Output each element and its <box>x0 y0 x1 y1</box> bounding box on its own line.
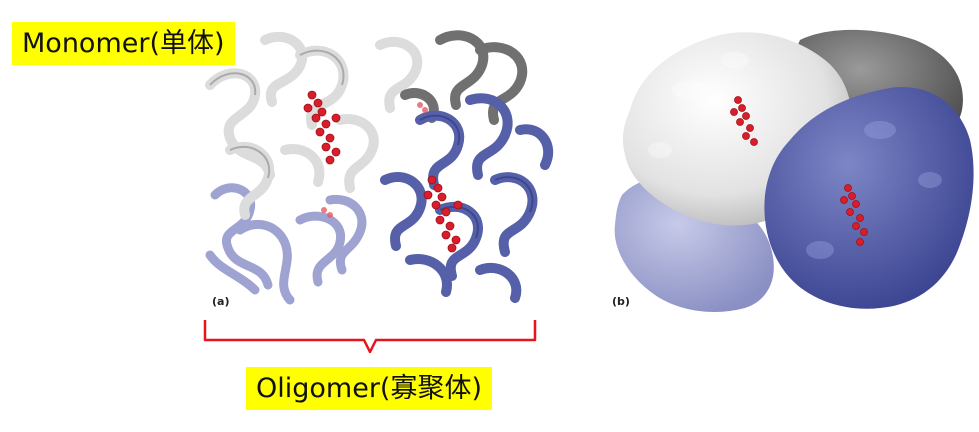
heme-group-b2 <box>840 184 868 246</box>
heme-group-b1 <box>730 96 758 146</box>
monomer-label: Monomer(单体) <box>12 22 235 65</box>
surface-structure-b <box>614 29 974 312</box>
heme-group-a1 <box>303 90 341 165</box>
panel-label-b: (b) <box>612 295 630 308</box>
ribbon-structure-a <box>205 30 554 305</box>
heme-group-a2 <box>423 175 463 253</box>
panel-label-a: (a) <box>212 295 230 308</box>
oligomer-label: Oligomer(寡聚体) <box>246 367 492 410</box>
subunit-blue-surface <box>764 87 974 309</box>
oligomer-bracket <box>203 320 537 354</box>
subunit-blue-ribbon <box>380 93 554 303</box>
subunit-lightblue-ribbon <box>205 183 367 305</box>
